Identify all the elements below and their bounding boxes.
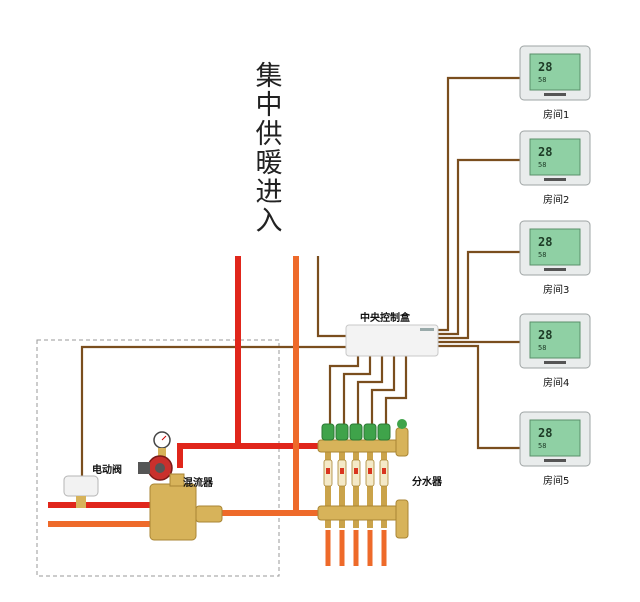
electric-valve (63, 475, 99, 508)
supply-pipe (235, 256, 330, 449)
thermostat-temp: 28 (538, 426, 552, 440)
wire-actuator-1 (328, 356, 360, 428)
thermostat-humidity: 58 (538, 344, 546, 352)
wire-actuator-2 (342, 356, 372, 428)
wire-actuator-5 (384, 356, 408, 428)
wire-room-1 (438, 76, 520, 332)
room-label-2: 房间2 (543, 195, 570, 206)
thermostat-temp: 28 (538, 235, 552, 249)
thermostat-temp: 28 (538, 328, 552, 342)
pump-station-enclosure (36, 339, 280, 577)
mixer-unit (138, 431, 223, 541)
wire-room-5 (438, 344, 520, 450)
wire-actuator-4 (370, 356, 396, 428)
thermostat-temp: 28 (538, 145, 552, 159)
wire-room-2 (438, 158, 520, 336)
thermostat-humidity: 58 (538, 442, 546, 450)
manifold-label: 分水器 (412, 477, 442, 488)
page-title: 集中供暖进入 (255, 61, 283, 237)
control-box-label: 中央控制盒 (360, 313, 410, 324)
wire-to-valve (80, 345, 348, 478)
thermostat-humidity: 58 (538, 76, 546, 84)
control-wiring (80, 76, 520, 478)
valve-label: 电动阀 (92, 465, 122, 476)
room-label-4: 房间4 (543, 378, 570, 389)
central-control-box (345, 324, 439, 357)
thermostat-humidity: 58 (538, 161, 546, 169)
wire-actuator-3 (356, 356, 384, 428)
manifold (317, 419, 409, 539)
room-label-5: 房间5 (543, 476, 570, 487)
manifold-actuators (321, 423, 391, 441)
room-label-3: 房间3 (543, 285, 570, 296)
wire-room-3 (438, 250, 520, 340)
wire-supply-to-box (316, 256, 348, 338)
room-label-1: 房间1 (543, 110, 570, 121)
thermostat-temp: 28 (538, 60, 552, 74)
thermostat-humidity: 58 (538, 251, 546, 259)
mixer-label: 混流器 (183, 478, 213, 489)
supply-to-mixer (177, 443, 238, 468)
